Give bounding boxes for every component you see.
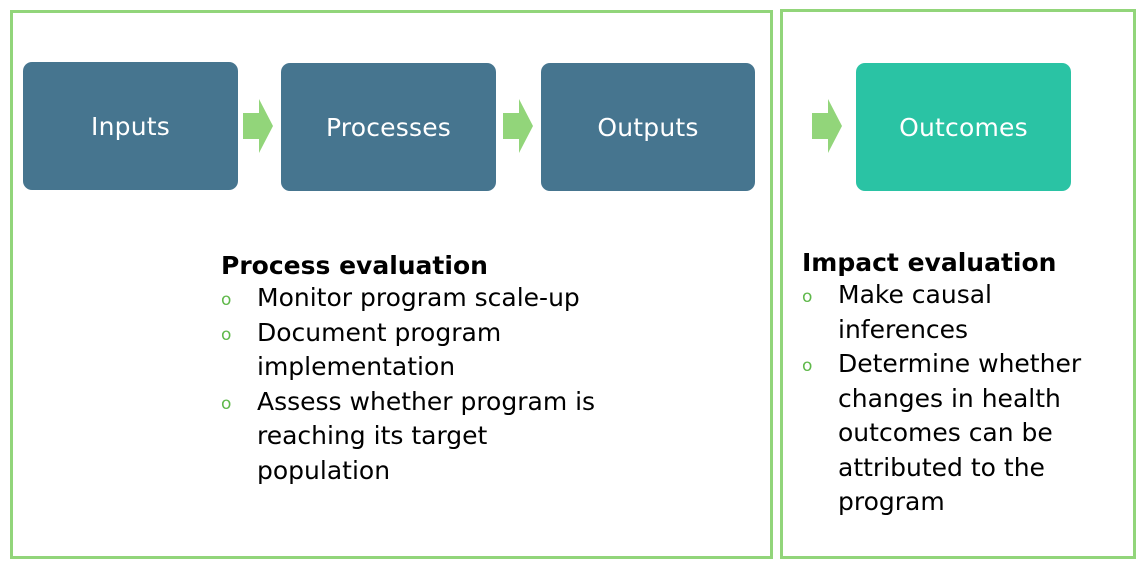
process-evaluation-heading: Process evaluation: [221, 251, 488, 280]
impact-evaluation-list: o Make causal inferences o Determine whe…: [802, 278, 1122, 520]
arrow-right-icon: [812, 99, 842, 153]
processes-box: Processes: [281, 63, 496, 191]
list-item-text: outcomes can be: [838, 418, 1053, 447]
list-item-text: Monitor program scale-up: [257, 283, 580, 312]
list-item: o Document program implementation: [221, 316, 651, 385]
list-item-text: program: [838, 487, 945, 516]
list-item-text: changes in health: [838, 383, 1061, 413]
outcomes-box: Outcomes: [856, 63, 1071, 191]
bullet-icon: o: [221, 290, 232, 310]
list-item-text: Determine whether: [838, 349, 1082, 378]
list-item-text: Assess whether program is: [257, 386, 596, 416]
bullet-icon: o: [802, 287, 813, 307]
list-item: o Assess whether program is reaching its…: [221, 385, 651, 489]
list-item-text: implementation: [257, 352, 456, 381]
impact-evaluation-section: Impact evaluation o Make causal inferenc…: [802, 248, 1122, 520]
outcomes-label: Outcomes: [899, 112, 1028, 142]
process-evaluation-panel: [10, 10, 773, 559]
list-item: o Monitor program scale-up: [221, 281, 651, 316]
list-item-text: population: [257, 455, 391, 485]
list-item-text: Make causal: [838, 280, 993, 309]
bullet-icon: o: [221, 393, 232, 414]
impact-evaluation-panel: [780, 9, 1136, 559]
list-item: o Make causal inferences: [802, 278, 1122, 347]
outputs-box: Outputs: [541, 63, 755, 191]
arrow-right-icon: [243, 99, 273, 153]
list-item: o Determine whether changes in health ou…: [802, 347, 1122, 520]
process-evaluation-section: Process evaluation o Monitor program sca…: [221, 251, 651, 488]
inputs-label: Inputs: [91, 111, 170, 141]
arrow-right-icon: [503, 99, 533, 153]
bullet-icon: o: [802, 356, 813, 376]
inputs-box: Inputs: [23, 62, 238, 190]
list-item-text: inferences: [838, 314, 969, 344]
outputs-label: Outputs: [597, 112, 699, 142]
bullet-icon: o: [221, 324, 232, 345]
impact-evaluation-heading: Impact evaluation: [802, 248, 1057, 277]
process-evaluation-list: o Monitor program scale-up o Document pr…: [221, 281, 651, 488]
list-item-text: Document program: [257, 317, 502, 347]
list-item-text: attributed to the: [838, 452, 1045, 482]
processes-label: Processes: [325, 112, 452, 142]
list-item-text: reaching its target: [257, 421, 488, 450]
